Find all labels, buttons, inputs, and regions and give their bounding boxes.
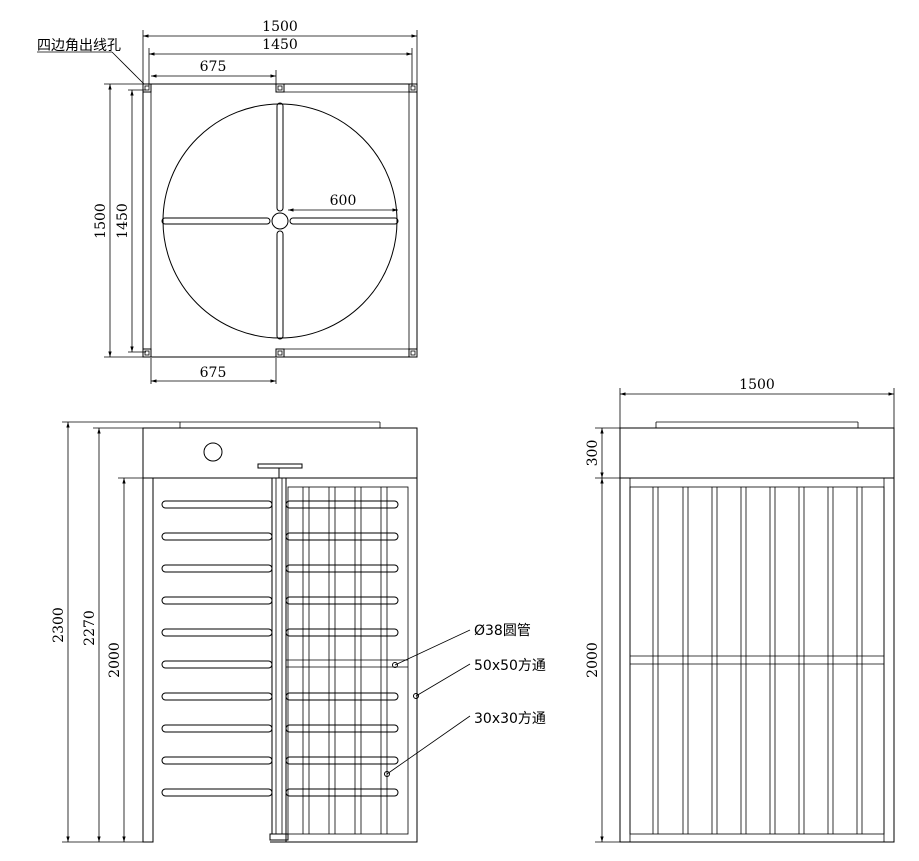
dim-overall-width: 1500	[262, 19, 298, 35]
dim-half-top: 675	[200, 59, 227, 75]
center-shaft	[271, 477, 287, 835]
front-view: 2300 2270 2000	[51, 421, 546, 843]
left-post	[142, 477, 154, 843]
rotor-circle	[162, 103, 398, 339]
side-view: 1500 300 2000	[585, 377, 895, 843]
corner-holes	[142, 83, 418, 358]
rotor-horizontal-arms	[161, 500, 399, 797]
callout-square30: 30x30方通	[474, 711, 546, 727]
dim-height-total: 2300	[51, 607, 67, 643]
top-view: 1500 1450 675 675 1500 1450 四边角出线孔	[37, 19, 418, 384]
rotor-hub	[271, 212, 289, 230]
callout-square50: 50x50方通	[474, 658, 546, 674]
dim-inner-width: 1450	[262, 37, 298, 53]
corner-hole-note: 四边角出线孔	[37, 38, 121, 54]
canopy-hole	[203, 442, 223, 462]
side-frame	[619, 477, 895, 843]
side-canopy	[619, 427, 895, 479]
rotor-arms	[161, 102, 399, 340]
dim-half-bottom: 675	[200, 365, 227, 381]
top-frame-outer	[142, 83, 418, 358]
front-canopy	[142, 427, 418, 479]
dim-side-top: 300	[585, 440, 601, 467]
callout-tube: Ø38圆管	[474, 623, 531, 639]
callouts: Ø38圆管 50x50方通 30x30方通	[384, 623, 546, 777]
side-vertical-bars	[652, 487, 863, 834]
dim-height-mid: 2270	[82, 610, 98, 646]
dim-side-frame: 2000	[585, 642, 601, 678]
dim-inner-height: 1450	[115, 203, 131, 239]
dim-arm-radius: 600	[330, 193, 357, 209]
dim-side-width: 1500	[739, 377, 775, 393]
dim-height-frame: 2000	[107, 642, 123, 678]
dim-overall-height: 1500	[93, 203, 109, 239]
gate-vertical-bars	[302, 487, 388, 834]
